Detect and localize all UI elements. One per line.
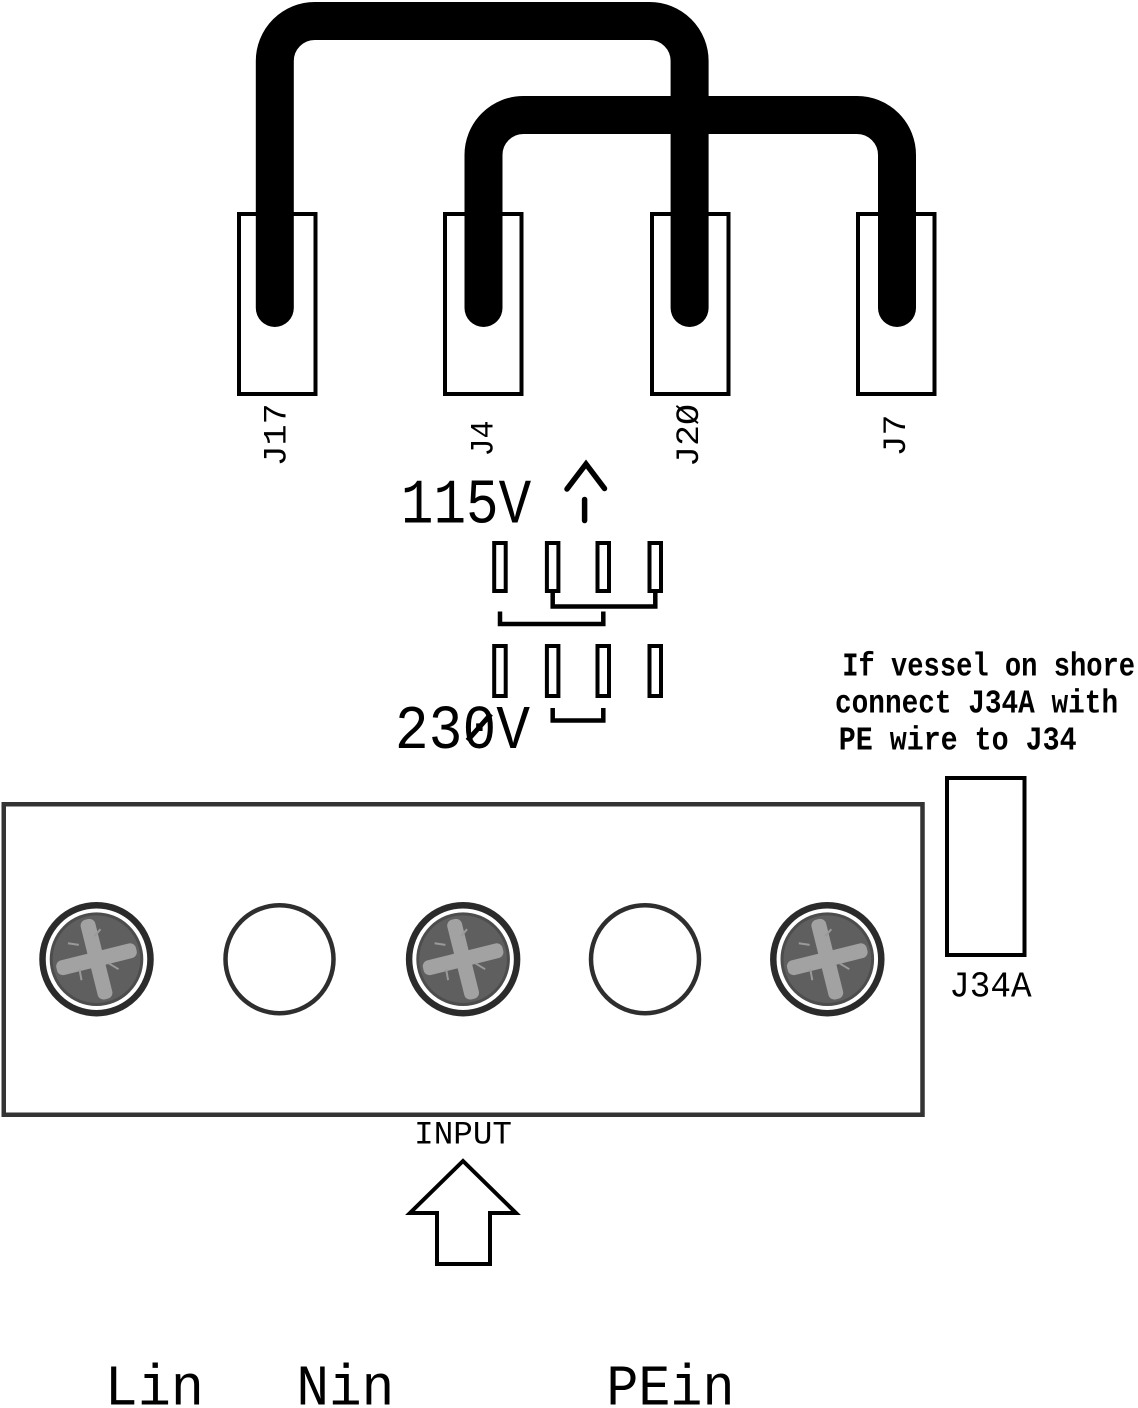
svg-text:PEin: PEin: [606, 1358, 734, 1408]
svg-text:Lin: Lin: [105, 1358, 204, 1408]
svg-text:J17: J17: [259, 403, 296, 466]
svg-text:J2Ø: J2Ø: [671, 404, 708, 467]
svg-text:115V: 115V: [401, 471, 531, 542]
svg-text:230V: 230V: [395, 696, 530, 767]
svg-text:J34A: J34A: [949, 967, 1032, 1008]
svg-text:If vessel on shore: If vessel on shore: [842, 649, 1135, 686]
svg-text:Nin: Nin: [296, 1358, 394, 1408]
svg-text:J4: J4: [466, 421, 503, 457]
svg-text:INPUT: INPUT: [414, 1117, 512, 1154]
svg-text:connect J34A with: connect J34A with: [835, 685, 1118, 722]
svg-text:J7: J7: [878, 415, 915, 457]
svg-text:PE wire to J34: PE wire to J34: [839, 722, 1077, 759]
